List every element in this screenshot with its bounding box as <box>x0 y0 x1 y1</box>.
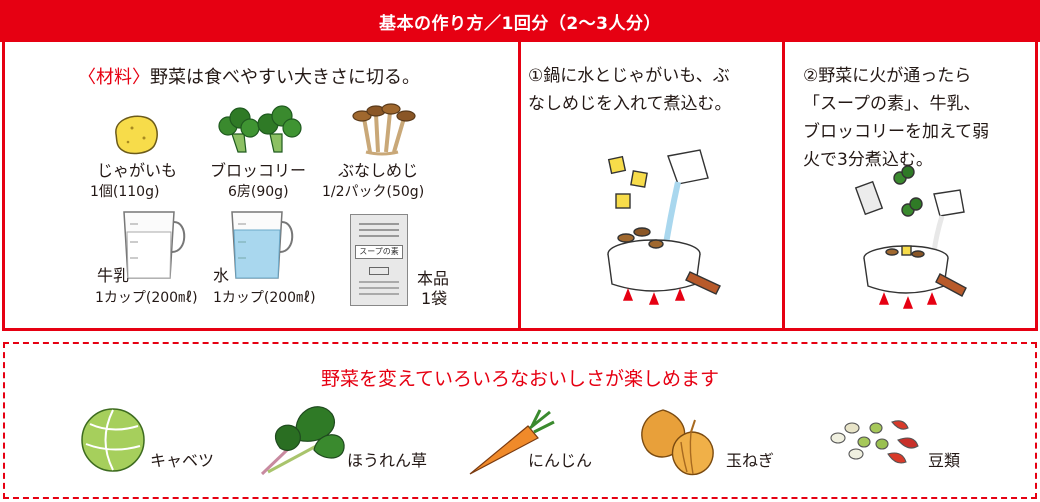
variation-name: 豆類 <box>928 451 961 470</box>
column-divider <box>518 42 521 331</box>
ingredient-name: ぶなしめじ <box>338 161 419 180</box>
materials-label: 〈材料〉 <box>78 67 150 88</box>
ingredient-amount: 1個(110g) <box>90 184 160 200</box>
soup-packet-icon: スープの素 <box>350 214 408 306</box>
packet-label: スープの素 <box>355 245 403 259</box>
ingredient-amount: 1カップ(200㎖) <box>95 290 198 306</box>
beans-icon <box>830 420 919 464</box>
variation-name: 玉ねぎ <box>726 451 775 470</box>
potato-icon <box>115 115 158 155</box>
onion-icon <box>641 409 714 476</box>
ingredient-amount: 6房(90g) <box>228 184 289 200</box>
materials-heading: 〈材料〉野菜は食べやすい大きさに切る。 <box>78 67 420 89</box>
step-text-line: ②野菜に火が通ったら <box>803 66 972 86</box>
variations-title: 野菜を変えていろいろなおいしさが楽しめます <box>320 368 720 390</box>
ingredient-name: 牛乳 <box>97 266 130 285</box>
step-text-line: 「スープの素」、牛乳、 <box>803 94 981 114</box>
ingredient-name: 本品 <box>417 269 450 288</box>
cabbage-icon <box>81 408 145 472</box>
ingredient-name: ブロッコリー <box>210 161 307 180</box>
step-text-line: なしめじを入れて煮込む。 <box>528 94 732 114</box>
variations-frame <box>3 342 1037 499</box>
ingredient-name: じゃがいも <box>97 161 178 180</box>
header-title: 基本の作り方／1回分（2〜3人分） <box>379 13 661 34</box>
ingredient-amount: 1/2パック(50g) <box>322 184 425 200</box>
step-text-line: 火で3分煮込む。 <box>803 150 933 170</box>
column-divider <box>782 42 785 331</box>
milk-cup-icon <box>123 211 186 279</box>
step-text-line: ブロッコリーを加えて弱 <box>803 122 990 142</box>
ingredient-amount: 1袋 <box>421 289 448 308</box>
pot-simmer-icon <box>607 149 721 305</box>
pot-add-icon <box>854 165 967 309</box>
page-header: 基本の作り方／1回分（2〜3人分） <box>0 0 1040 42</box>
carrot-icon <box>469 409 555 475</box>
spinach-icon <box>260 406 345 476</box>
step-2-text: ②野菜に火が通ったら 「スープの素」、牛乳、 ブロッコリーを加えて弱 火で3分煮… <box>803 62 989 174</box>
materials-instruction: 野菜は食べやすい大きさに切る。 <box>150 67 420 88</box>
step-text-line: ①鍋に水とじゃがいも、ぶ <box>528 66 730 86</box>
ingredient-name: 水 <box>213 266 230 285</box>
variation-name: キャベツ <box>150 451 215 470</box>
variation-name: にんじん <box>528 451 593 470</box>
ingredient-amount: 1カップ(200㎖) <box>213 290 316 306</box>
step-1-text: ①鍋に水とじゃがいも、ぶ なしめじを入れて煮込む。 <box>528 62 732 118</box>
variation-name: ほうれん草 <box>347 451 428 470</box>
water-cup-icon <box>231 211 294 279</box>
broccoli-icon <box>218 105 302 153</box>
shimeji-icon <box>352 103 416 156</box>
